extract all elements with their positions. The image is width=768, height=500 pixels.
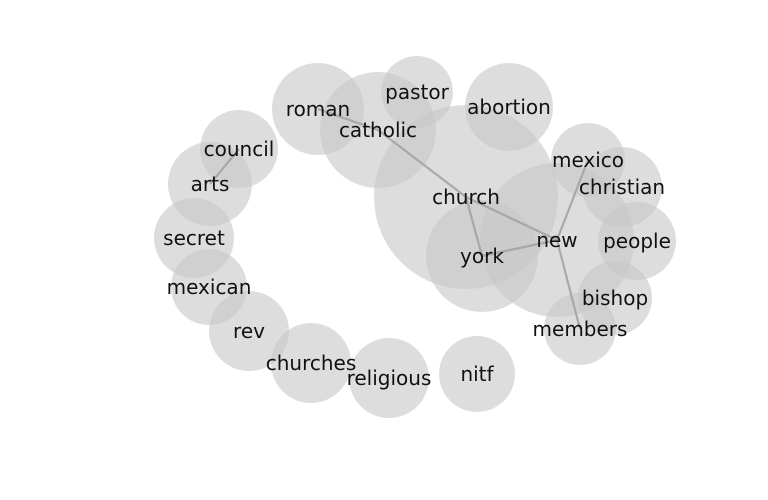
node-circle-abortion: [465, 63, 553, 151]
edge-church-york: [464, 196, 484, 257]
edge-roman-catholic: [317, 107, 379, 132]
node-label-religious: religious: [347, 366, 432, 390]
node-label-abortion: abortion: [467, 95, 551, 119]
node-label-new: new: [536, 228, 577, 252]
node-circle-nitf: [439, 336, 515, 412]
edge-new-members: [555, 239, 582, 330]
node-circle-religious: [349, 338, 429, 418]
node-label-members: members: [533, 317, 628, 341]
node-label-christian: christian: [579, 175, 665, 199]
node-circles-layer: [154, 56, 676, 418]
node-label-rev: rev: [233, 319, 265, 343]
node-label-catholic: catholic: [339, 118, 417, 142]
node-label-pastor: pastor: [385, 80, 449, 104]
edge-catholic-church: [377, 129, 467, 198]
edge-york-new: [481, 238, 558, 258]
edges-layer: [209, 107, 590, 330]
node-label-mexican: mexican: [167, 275, 252, 299]
node-circle-churches: [271, 323, 351, 403]
node-label-people: people: [603, 229, 671, 253]
node-circle-pastor: [381, 56, 453, 128]
node-label-secret: secret: [163, 226, 225, 250]
node-label-roman: roman: [286, 97, 350, 121]
edge-new-mexico: [555, 159, 590, 241]
node-label-council: council: [204, 137, 275, 161]
node-label-mexico: mexico: [552, 148, 624, 172]
node-label-arts: arts: [191, 172, 230, 196]
node-label-york: york: [460, 244, 504, 268]
node-label-nitf: nitf: [460, 362, 494, 386]
node-circle-people: [598, 202, 676, 280]
edge-church-new: [465, 196, 558, 241]
node-label-bishop: bishop: [582, 286, 648, 310]
edge-arts-council: [209, 148, 240, 185]
node-label-church: church: [432, 185, 500, 209]
node-label-churches: churches: [266, 351, 357, 375]
